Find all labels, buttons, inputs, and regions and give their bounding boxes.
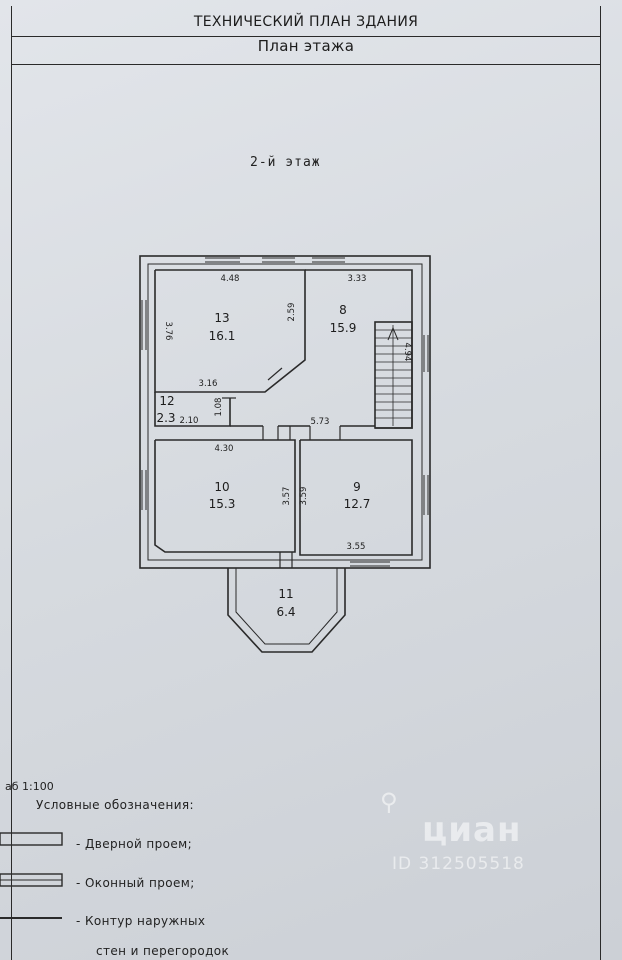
dimension-label: 3.76	[163, 322, 173, 341]
room-10-outline	[154, 439, 296, 553]
legend-item-door: - Дверной проем;	[76, 837, 193, 851]
watermark-brand: циан	[422, 810, 522, 850]
room-number: 12	[159, 394, 174, 408]
room-number: 9	[353, 480, 361, 494]
dimension-label: 3.57	[282, 487, 292, 506]
legend-item-wall: - Контур наружных	[76, 914, 206, 928]
room-11-outline	[227, 568, 346, 653]
dimension-label: 2.59	[287, 303, 297, 322]
legend-item-window: - Оконный проем;	[76, 876, 195, 890]
dimension-label: 4.94	[402, 343, 412, 362]
room-area: 15.3	[209, 497, 236, 511]
document-frame: ТЕХНИЧЕСКИЙ ПЛАН ЗДАНИЯ План этажа	[11, 6, 601, 960]
door-opening-symbol	[0, 832, 63, 846]
door-openings	[222, 367, 341, 568]
room-number: 8	[339, 303, 347, 317]
room-area: 6.4	[276, 605, 295, 619]
dimension-label: 3.59	[299, 487, 309, 506]
scale-label: аб 1:100	[5, 780, 54, 793]
room-number: 13	[214, 311, 229, 325]
room-12-outline	[154, 392, 231, 427]
dimension-label: 5.73	[311, 417, 330, 427]
header-divider	[12, 36, 600, 37]
header-divider	[12, 64, 600, 65]
staircase	[374, 321, 413, 429]
room-number: 11	[278, 587, 293, 601]
room-9-outline	[299, 439, 413, 556]
dimension-label: 3.55	[347, 542, 366, 552]
document-subtitle: План этажа	[257, 37, 355, 55]
floor-label: 2-й этаж	[250, 155, 321, 170]
dimension-label: 4.48	[221, 274, 240, 284]
document-title: ТЕХНИЧЕСКИЙ ПЛАН ЗДАНИЯ	[193, 14, 419, 30]
room-area: 12.7	[344, 497, 371, 511]
room-area: 15.9	[330, 321, 357, 335]
watermark: ⚲ циан ID 312505518	[380, 788, 590, 880]
inner-wall-outline	[147, 263, 423, 561]
legend-item-wall-cont: стен и перегородок	[96, 944, 230, 958]
room-area: 2.3	[156, 411, 175, 425]
outer-wall	[139, 255, 431, 569]
dimension-label: 3.33	[348, 274, 367, 284]
dimension-label: 4.30	[215, 444, 234, 454]
room-13-outline	[154, 269, 306, 393]
window-openings	[141, 257, 429, 567]
room-area: 16.1	[209, 329, 236, 343]
dimension-label: 2.10	[180, 416, 199, 426]
room-8-outline	[305, 269, 413, 429]
dimension-label: 3.16	[199, 379, 218, 389]
room-number: 10	[214, 480, 229, 494]
location-pin-icon: ⚲	[380, 788, 398, 816]
watermark-id: ID 312505518	[392, 854, 525, 874]
legend-title: Условные обозначения:	[36, 798, 194, 812]
dimension-label: 1.08	[214, 398, 224, 417]
